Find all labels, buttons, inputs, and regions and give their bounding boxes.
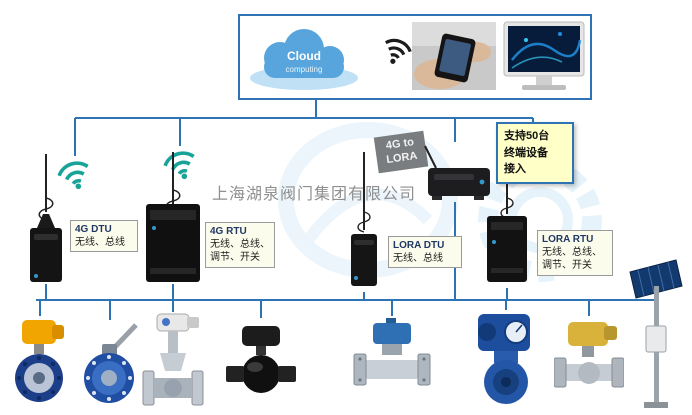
4g-to-lora-gateway-photo bbox=[424, 145, 490, 200]
cloud-computing-graphic: Cloud computing bbox=[250, 29, 358, 90]
wifi-icon bbox=[385, 38, 412, 64]
electric-gate-valve-photo bbox=[142, 313, 204, 406]
4g-rtu-modem-photo bbox=[146, 152, 200, 282]
wifi-icon bbox=[57, 161, 89, 190]
hand-holding-phone-photo bbox=[412, 22, 496, 90]
cloud-platform-box: Cloud computing bbox=[238, 14, 592, 100]
lora-dtu-modem-photo bbox=[351, 152, 377, 286]
label-4g-dtu: 4G DTU 无线、总线 bbox=[70, 220, 138, 253]
label-4g-rtu-title: 4G RTU bbox=[210, 226, 247, 237]
blue-actuator-valve-with-gauge-photo bbox=[478, 314, 530, 404]
label-lora-rtu-line1: 无线、总线、 bbox=[542, 247, 602, 259]
note-line1: 支持50台 bbox=[504, 130, 550, 142]
note-line3: 接入 bbox=[504, 163, 526, 175]
4g-dtu-modem-photo bbox=[30, 154, 62, 282]
note-line2: 终端设备 bbox=[504, 146, 548, 159]
black-electric-ball-valve-photo bbox=[226, 326, 296, 393]
label-4g-dtu-line1: 无线、总线 bbox=[75, 237, 125, 249]
label-4g-dtu-title: 4G DTU bbox=[75, 224, 112, 235]
yellow-actuator-ball-valve-photo bbox=[554, 322, 624, 388]
label-lora-dtu-line1: 无线、总线 bbox=[393, 253, 443, 265]
cloud-title: Cloud bbox=[287, 49, 321, 63]
label-lora-rtu-title: LORA RTU bbox=[542, 234, 594, 245]
label-4g-rtu-line1: 无线、总线、 bbox=[210, 239, 270, 251]
terminal-capacity-note: 支持50台 终端设备 接入 bbox=[496, 122, 574, 184]
cloud-subtitle: computing bbox=[286, 65, 323, 74]
label-4g-rtu-line2: 调节、开关 bbox=[210, 252, 260, 264]
label-lora-dtu: LORA DTU 无线、总线 bbox=[388, 236, 462, 269]
electric-butterfly-valve-photo bbox=[15, 320, 64, 402]
solar-monitoring-pole-photo bbox=[629, 259, 683, 408]
blue-butterfly-valve-photo bbox=[84, 323, 138, 403]
label-lora-dtu-title: LORA DTU bbox=[393, 240, 445, 251]
stainless-ball-valve-blue-actuator-photo bbox=[353, 318, 431, 386]
company-watermark: 上海湖泉阀门集团有限公司 bbox=[212, 186, 417, 203]
label-lora-rtu: LORA RTU 无线、总线、 调节、开关 bbox=[537, 230, 613, 276]
computer-monitor-photo bbox=[503, 21, 585, 90]
label-lora-rtu-line2: 调节、开关 bbox=[542, 260, 592, 272]
label-4g-rtu: 4G RTU 无线、总线、 调节、开关 bbox=[205, 222, 275, 268]
